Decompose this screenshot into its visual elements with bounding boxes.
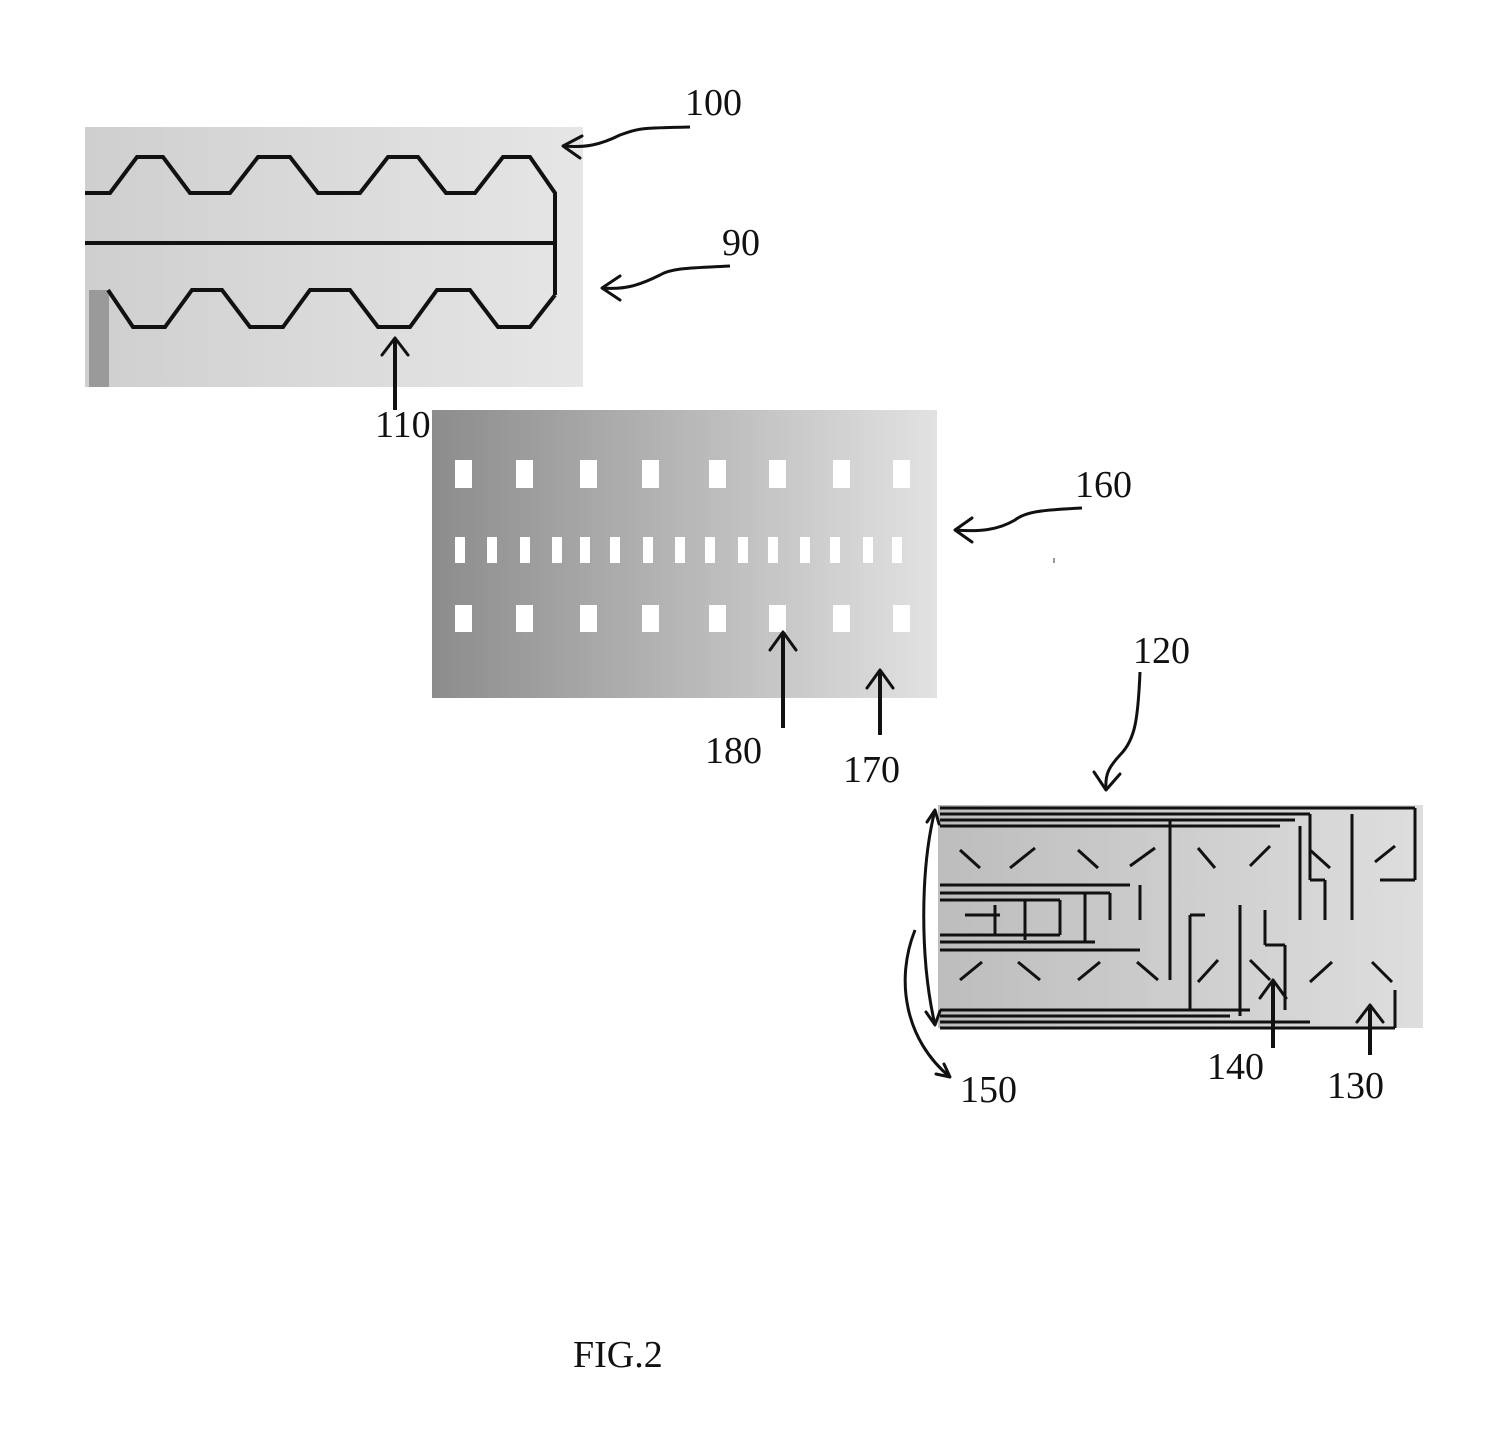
label-120-group: 120	[1092, 630, 1190, 792]
label-140-group: 140	[1207, 978, 1288, 1088]
slot-row-bottom	[455, 605, 910, 632]
antenna-feed-stub	[89, 290, 109, 387]
square-slot	[580, 605, 597, 632]
leader-120	[1104, 671, 1142, 791]
narrow-slot	[863, 537, 873, 563]
narrow-slot	[552, 537, 562, 563]
square-slot	[642, 460, 659, 488]
label-90: 90	[722, 222, 760, 264]
square-slot	[455, 605, 472, 632]
arrowhead-150-top	[925, 808, 941, 826]
arrowhead-90	[600, 274, 622, 302]
arrowhead-170	[865, 668, 895, 690]
square-slot	[769, 460, 786, 488]
label-170-group: 170	[843, 668, 900, 791]
label-100-group: 100	[561, 82, 742, 160]
slot-row-middle	[455, 537, 902, 563]
label-120: 120	[1133, 630, 1190, 672]
narrow-slot	[610, 537, 620, 563]
lower-meander-trace	[106, 288, 557, 329]
arrowhead-150-leader	[934, 1062, 952, 1079]
leader-150	[903, 929, 951, 1079]
label-140: 140	[1207, 1046, 1264, 1088]
upper-meander-trace	[85, 155, 557, 295]
label-150: 150	[960, 1069, 1017, 1111]
narrow-slot	[768, 537, 778, 563]
square-slot	[833, 605, 850, 632]
label-160-group: 160	[953, 464, 1132, 544]
square-slot	[769, 605, 786, 632]
label-180: 180	[705, 730, 762, 772]
narrow-slot	[800, 537, 810, 563]
feed-panel-substrate	[938, 805, 1423, 1028]
figure-caption: FIG.2	[573, 1334, 663, 1376]
narrow-slot	[455, 537, 465, 563]
narrow-slot	[487, 537, 497, 563]
feed-network-panel	[938, 805, 1423, 1030]
narrow-slot	[643, 537, 653, 563]
square-slot	[455, 460, 472, 488]
leader-100	[562, 125, 691, 149]
square-slot	[516, 605, 533, 632]
label-110-group: 110	[375, 336, 431, 446]
narrow-slot	[520, 537, 530, 563]
square-slot	[516, 460, 533, 488]
label-170: 170	[843, 749, 900, 791]
arrowhead-120	[1092, 770, 1122, 792]
bottom-bus-lines	[940, 1008, 1395, 1030]
slot-row-top	[455, 460, 910, 488]
slot-panel	[432, 410, 937, 698]
narrow-slot	[675, 537, 685, 563]
square-slot	[893, 460, 910, 488]
height-arrow-150	[922, 809, 937, 1026]
inner-feed-lines	[940, 808, 1417, 1028]
square-slot	[833, 460, 850, 488]
square-slot	[580, 460, 597, 488]
square-slot	[893, 605, 910, 632]
arrowhead-110	[380, 336, 410, 357]
label-130-group: 130	[1327, 1003, 1385, 1107]
narrow-slot	[705, 537, 715, 563]
label-130: 130	[1327, 1065, 1384, 1107]
top-bus-lines	[940, 806, 1415, 828]
arrowhead-160	[953, 516, 974, 544]
label-110: 110	[375, 404, 431, 446]
label-150-group: 150	[903, 808, 1017, 1111]
square-slot	[642, 605, 659, 632]
square-slot	[709, 605, 726, 632]
antenna-panel-substrate	[85, 127, 583, 387]
dipole-elements	[958, 844, 1396, 984]
label-90-group: 90	[600, 222, 760, 302]
arrowhead-140	[1258, 978, 1288, 1000]
label-160: 160	[1075, 464, 1132, 506]
arrowhead-100	[561, 134, 584, 160]
arrowhead-150-bottom	[924, 1009, 942, 1027]
stray-mark	[1053, 558, 1055, 563]
arrowhead-180	[768, 630, 798, 652]
leader-90	[601, 264, 731, 290]
label-180-group: 180	[705, 630, 798, 772]
narrow-slot	[738, 537, 748, 563]
leader-160	[954, 506, 1083, 533]
narrow-slot	[580, 537, 590, 563]
narrow-slot	[830, 537, 840, 563]
antenna-panel	[85, 127, 583, 387]
arrowhead-130	[1355, 1003, 1385, 1024]
narrow-slot	[892, 537, 902, 563]
label-100: 100	[685, 82, 742, 124]
square-slot	[709, 460, 726, 488]
